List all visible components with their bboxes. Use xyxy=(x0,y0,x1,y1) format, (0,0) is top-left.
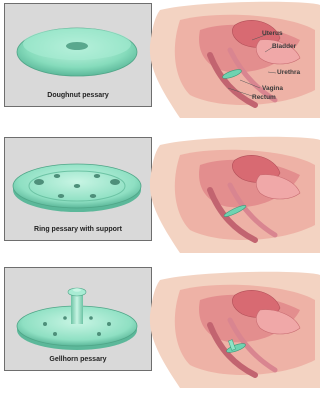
ring-pessary-panel: Ring pessary with support xyxy=(4,137,152,241)
label-uterus: Uterus xyxy=(262,30,283,37)
ring-pessary-caption: Ring pessary with support xyxy=(5,226,151,233)
gellhorn-pessary-panel: Gellhorn pessary xyxy=(4,267,152,371)
anatomy-cross-section-2 xyxy=(140,135,320,253)
gellhorn-pessary-caption: Gellhorn pessary xyxy=(5,356,151,363)
label-bladder: Bladder xyxy=(272,43,296,50)
anatomy-cross-section-1 xyxy=(140,0,320,118)
doughnut-pessary-panel: Doughnut pessary xyxy=(4,3,152,107)
anatomy-cross-section-3 xyxy=(140,270,320,388)
label-vagina: Vagina xyxy=(262,85,283,92)
label-rectum: Rectum xyxy=(252,94,276,101)
doughnut-pessary-caption: Doughnut pessary xyxy=(5,92,151,99)
label-urethra: Urethra xyxy=(277,69,300,76)
